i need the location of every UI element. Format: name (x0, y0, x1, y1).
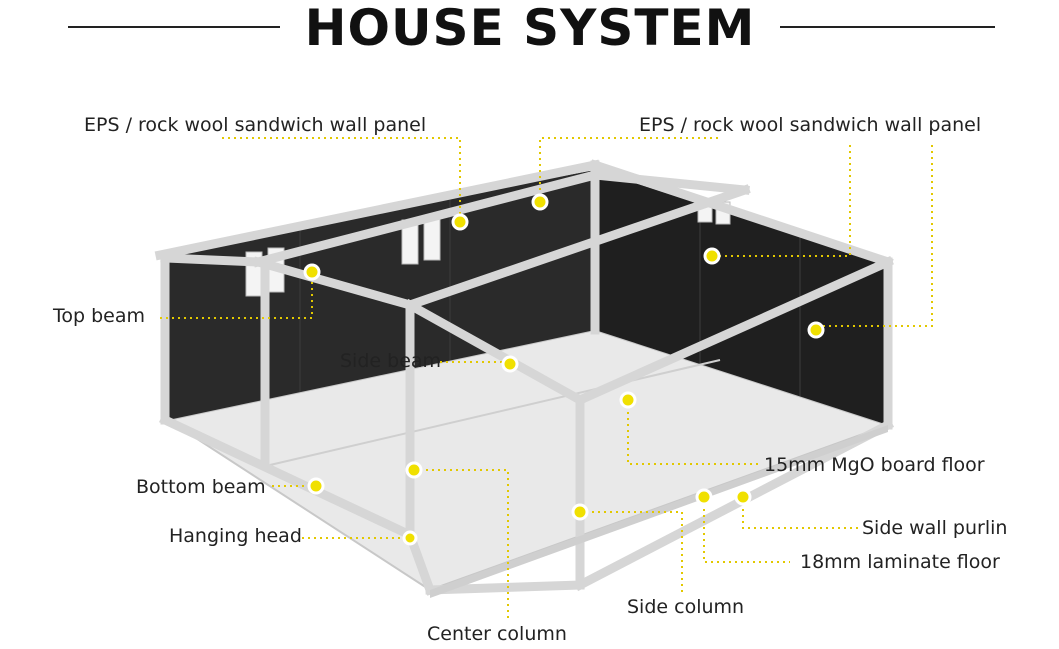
page-title: HOUSE SYSTEM (304, 0, 756, 57)
leader-lines (160, 137, 933, 620)
title-bar: HOUSE SYSTEM (0, 0, 1059, 60)
callout-dots (303, 193, 825, 546)
label-eps-panel-left: EPS / rock wool sandwich wall panel (84, 114, 427, 136)
steel-frame (154, 159, 895, 596)
label-top-beam: Top beam (53, 305, 146, 327)
label-bottom-beam: Bottom beam (136, 476, 266, 498)
label-side-column: Side column (627, 596, 745, 618)
label-laminate-floor: 18mm laminate floor (800, 551, 1000, 573)
label-eps-panel-right: EPS / rock wool sandwich wall panel (639, 114, 982, 136)
title-rule-right (780, 26, 995, 28)
window-2 (401, 215, 441, 265)
label-side-wall-purlin: Side wall purlin (862, 517, 1008, 539)
title-rule-left (68, 26, 280, 28)
label-side-beam: Side beam (340, 350, 442, 372)
label-center-column: Center column (427, 623, 567, 645)
label-mgo-board-floor: 15mm MgO board floor (764, 454, 985, 476)
back-wall-right (595, 170, 888, 425)
label-hanging-head: Hanging head (169, 525, 302, 547)
